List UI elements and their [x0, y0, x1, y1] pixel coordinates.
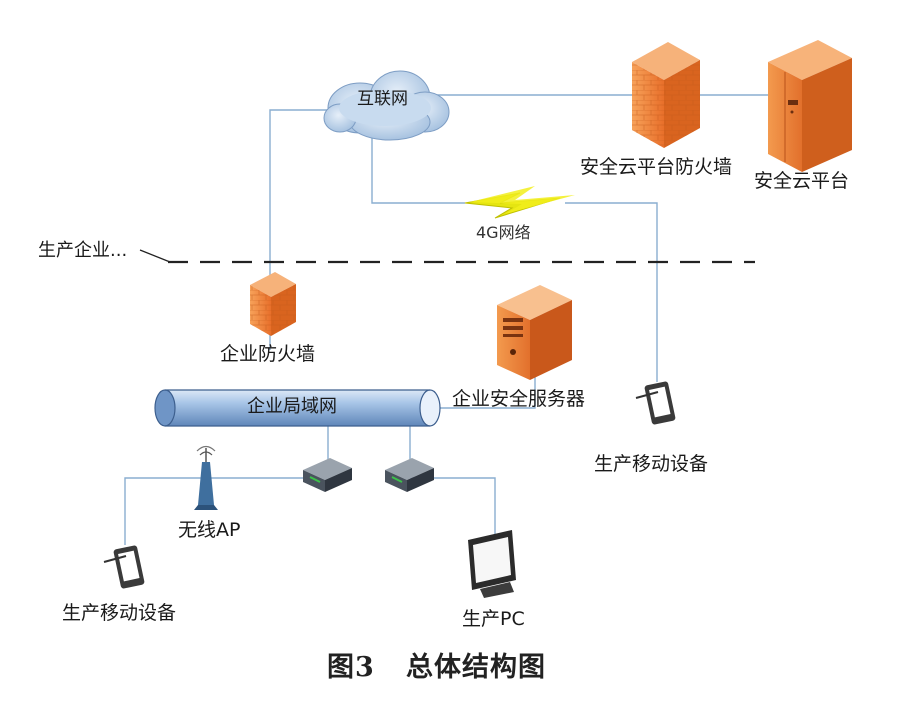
cloud-platform-server-icon — [768, 40, 852, 172]
security-server-icon — [497, 285, 572, 380]
cloud-platform-label: 安全云平台 — [754, 170, 850, 192]
connection-lines — [124, 94, 770, 545]
enterprise-boundary — [139, 249, 755, 264]
enterprise-lan-pipe — [154, 389, 441, 427]
cloud-firewall-label: 安全云平台防火墙 — [580, 156, 733, 178]
switch-b-icon — [385, 458, 434, 492]
4g-lightning-icon — [464, 186, 575, 219]
link-internet-to-4g — [371, 135, 465, 204]
enterprise-lan-label: 企业局域网 — [247, 396, 337, 417]
link-lan-to-server — [430, 375, 536, 409]
mobile-device-right-label: 生产移动设备 — [594, 453, 709, 475]
figure-caption: 图3 总体结构图 — [327, 654, 546, 681]
wireless-ap-icon — [194, 445, 218, 510]
link-4g-to-mobile — [565, 202, 658, 382]
4g-network-label: 4G网络 — [476, 223, 531, 242]
production-pc-icon — [468, 530, 516, 598]
mobile-device-left-label: 生产移动设备 — [62, 602, 177, 624]
figure-number: 图3 — [327, 652, 375, 683]
link-left-branch — [124, 477, 310, 545]
link-switch-b-to-pc — [410, 477, 496, 535]
enterprise-firewall-label: 企业防火墙 — [220, 343, 316, 365]
security-server-label: 企业安全服务器 — [452, 388, 586, 410]
internet-label: 互联网 — [357, 89, 408, 109]
enterprise-firewall-icon — [250, 272, 296, 336]
switch-a-icon — [303, 458, 352, 492]
internet-cloud-icon — [323, 70, 450, 141]
cloud-firewall-icon — [632, 42, 700, 148]
wireless-ap-label: 无线AP — [178, 519, 241, 541]
figure-title: 总体结构图 — [406, 652, 546, 683]
production-pc-label: 生产PC — [462, 608, 525, 630]
mobile-device-left-icon — [103, 545, 145, 589]
enterprise-boundary-label: 生产企业... — [38, 240, 128, 261]
link-firewall-to-internet — [269, 109, 340, 350]
mobile-device-right-icon — [635, 381, 676, 425]
